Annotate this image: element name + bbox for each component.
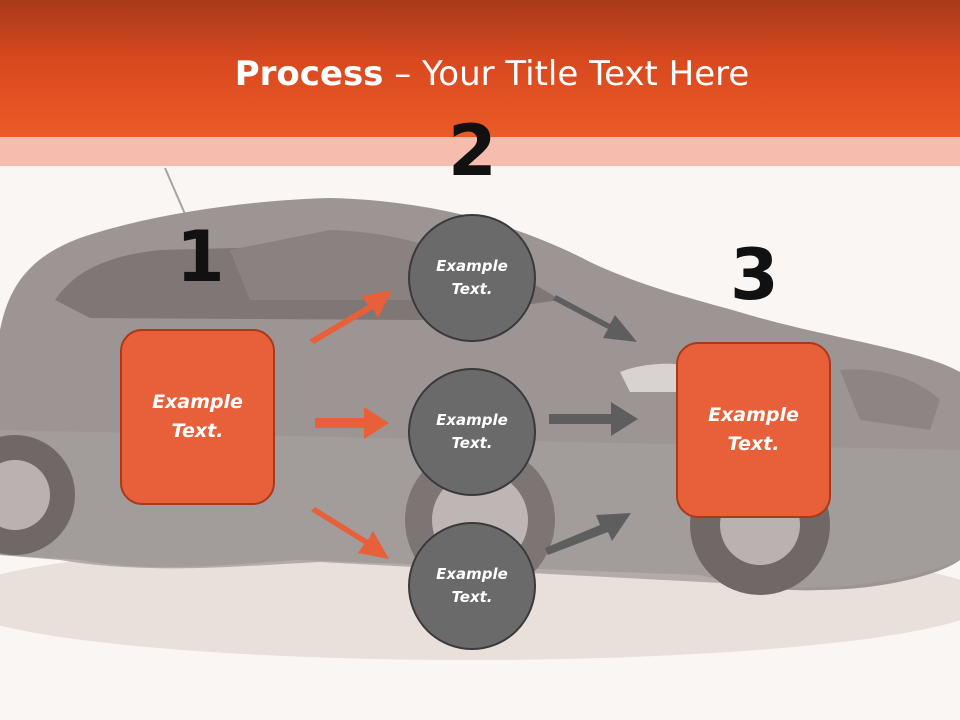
arrow-icon — [545, 295, 638, 555]
title-bold: Process — [234, 54, 384, 94]
right-box-text: Example Text. — [708, 404, 799, 455]
circle-top-text: Example Text. — [436, 257, 508, 298]
right-process-box: Example Text. — [676, 342, 831, 518]
circle-bottom-text: Example Text. — [436, 565, 508, 606]
left-box-text: Example Text. — [152, 391, 243, 442]
circle-top: Example Text. — [408, 214, 536, 342]
title-rest: – Your Title Text Here — [383, 54, 750, 94]
circle-middle: Example Text. — [408, 368, 536, 496]
circle-middle-text: Example Text. — [436, 411, 508, 452]
circle-bottom: Example Text. — [408, 522, 536, 650]
step-number-1: 1 — [176, 216, 225, 298]
left-process-box: Example Text. — [120, 329, 275, 505]
arrow-icon — [309, 290, 392, 559]
header-bar — [0, 0, 960, 137]
header-band — [0, 137, 960, 166]
slide-title: Process – Your Title Text Here — [0, 52, 960, 96]
step-number-3: 3 — [730, 234, 779, 316]
step-number-2: 2 — [448, 110, 497, 192]
